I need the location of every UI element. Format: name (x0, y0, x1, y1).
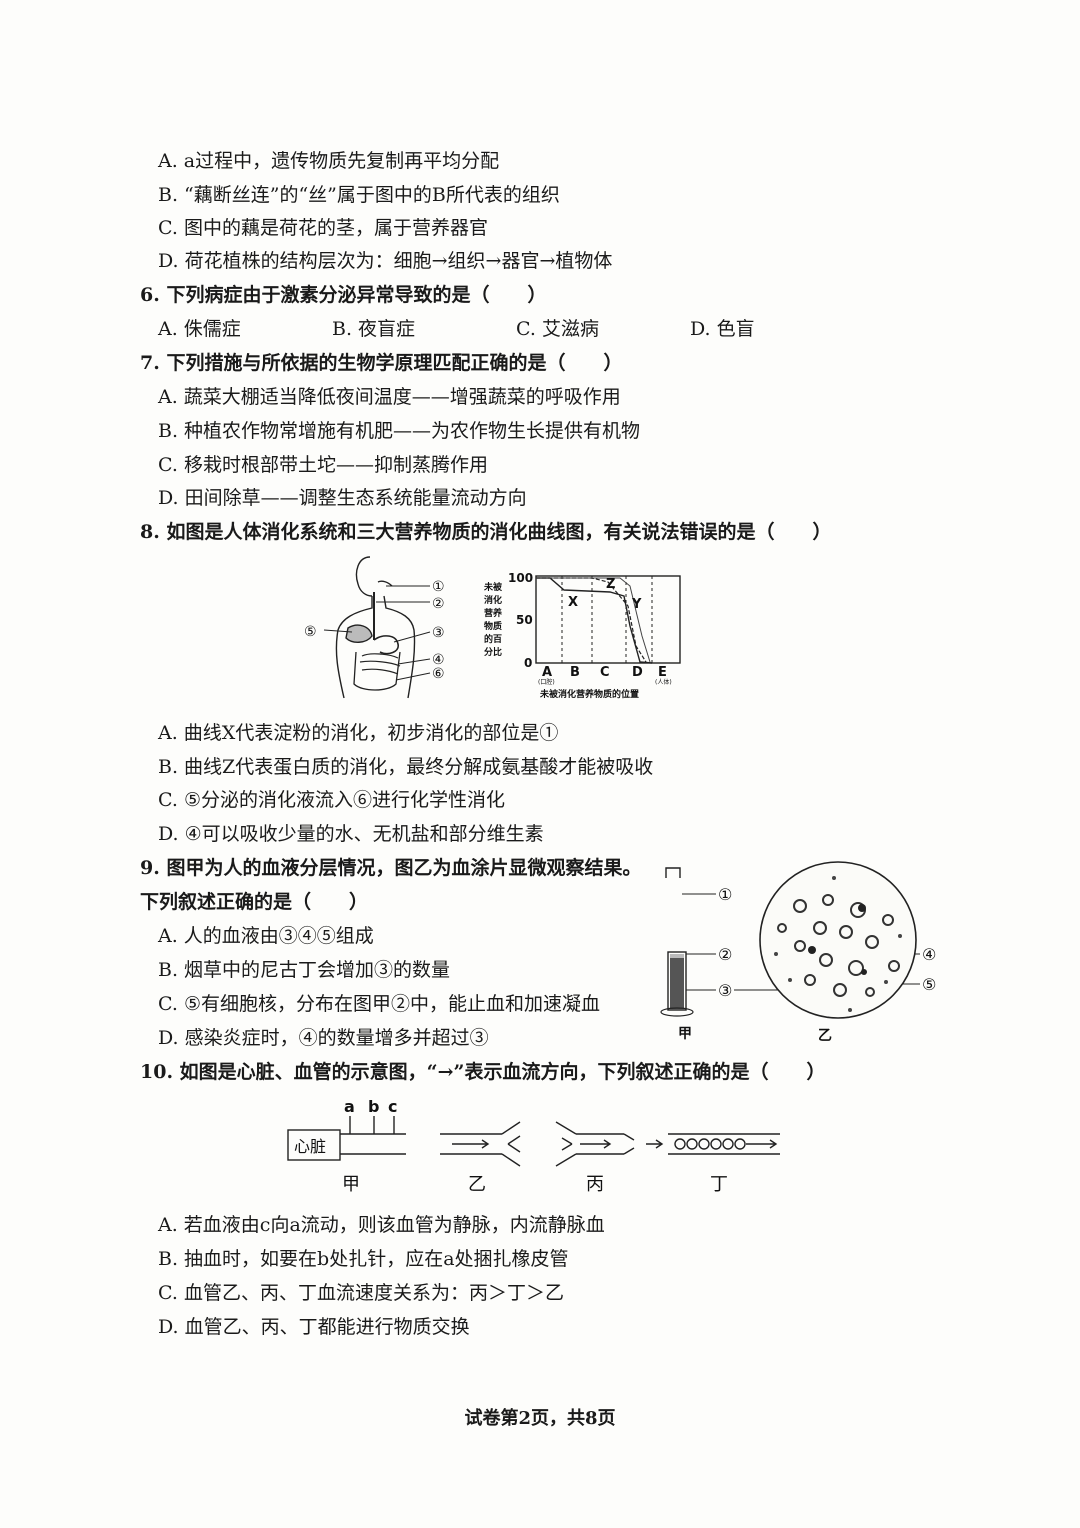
x-b: B (570, 665, 580, 680)
fig-label-yi: 乙 (818, 1028, 832, 1044)
q5-option-b: B. “藕断丝连”的“丝”属于图中的B所代表的组织 (158, 184, 560, 206)
curve-y (536, 577, 651, 663)
q7-option-d: D. 田间除草——调整生态系统能量流动方向 (158, 487, 527, 509)
blood-label-3: ③ (718, 981, 732, 1000)
digestion-curve-chart: 未被 消化 营养 物质 的百 分比 100 50 0 X Y Z A (483, 571, 681, 700)
fig-label-bing: 丙 (586, 1174, 604, 1195)
q6-option-b: B. 夜盲症 (332, 318, 416, 340)
point-b: b (368, 1097, 379, 1116)
q8-option-b: B. 曲线Z代表蛋白质的消化，最终分解成氨基酸才能被吸收 (158, 756, 654, 778)
point-a: a (344, 1097, 355, 1116)
tick-0: 0 (524, 656, 532, 670)
q6-option-a: A. 侏儒症 (158, 318, 241, 340)
q10-option-d: D. 血管乙、丙、丁都能进行物质交换 (158, 1316, 470, 1338)
q10-stem: 10. 如图是心脏、血管的示意图，“→”表示血流方向，下列叙述正确的是（ ） (140, 1061, 826, 1083)
right-body-outline (383, 595, 416, 699)
vessel-yi (440, 1121, 521, 1167)
organ-label-3: ③ (432, 625, 445, 641)
ylabel-2: 消化 (484, 594, 502, 606)
blood-label-5: ⑤ (922, 975, 936, 994)
stomach (373, 635, 399, 655)
ylabel-6: 分比 (484, 646, 502, 658)
red-blood-cells (777, 894, 900, 997)
curve-label-y: Y (631, 597, 642, 612)
q8-option-d: D. ④可以吸收少量的水、无机盐和部分维生素 (158, 823, 544, 845)
x-e: E (658, 665, 667, 680)
blood-figure: ① ② ③ ④ ⑤ 甲 乙 (660, 861, 936, 1044)
vessel-ding (646, 1133, 780, 1155)
organ-label-4: ④ (432, 652, 445, 668)
q7-option-c: C. 移栽时根部带土坨——抑制蒸腾作用 (158, 454, 488, 476)
q7-stem: 7. 下列措施与所依据的生物学原理匹配正确的是（ ） (140, 352, 623, 374)
q9-stem-line2: 下列叙述正确的是（ ） (140, 891, 369, 913)
organ-label-2: ② (432, 596, 445, 612)
q9-option-a: A. 人的血液由③④⑤组成 (158, 925, 374, 947)
organ-label-1: ① (432, 579, 445, 595)
small-intestine (359, 653, 401, 675)
large-intestine (353, 651, 401, 691)
q6-stem: 6. 下列病症由于激素分泌异常导致的是（ ） (140, 284, 547, 306)
ylabel-3: 营养 (484, 607, 502, 619)
x-c: C (600, 665, 610, 680)
vessel-bing (555, 1121, 635, 1167)
tube-middle-layer (670, 954, 684, 958)
digestive-system-figure: ① ② ③ ④ ⑥ ⑤ (304, 556, 445, 699)
q8-option-a: A. 曲线X代表淀粉的消化，初步消化的部位是① (158, 722, 559, 744)
heart-label: 心脏 (294, 1137, 326, 1156)
tube-cells-layer (670, 958, 684, 1010)
curve-label-x: X (568, 595, 578, 610)
fig-label-yi: 乙 (468, 1174, 486, 1195)
q9-option-b: B. 烟草中的尼古丁会增加③的数量 (158, 959, 451, 981)
organ-label-5: ⑤ (304, 624, 317, 640)
blood-tube (660, 867, 694, 1017)
x-a: A (542, 665, 552, 680)
q10-option-c: C. 血管乙、丙、丁血流速度关系为：丙＞丁＞乙 (158, 1282, 564, 1304)
ylabel-4: 物质 (484, 620, 502, 632)
ylabel-1: 未被 (483, 581, 503, 593)
point-c: c (388, 1097, 397, 1116)
q9-option-d: D. 感染炎症时，④的数量增多并超过③ (158, 1027, 489, 1049)
heart-box (287, 1129, 341, 1161)
x-sub-mouth: (口腔) (538, 678, 555, 686)
q5-option-c: C. 图中的藕是荷花的茎，属于营养器官 (158, 217, 488, 239)
fig-label-jia: 甲 (678, 1026, 692, 1042)
chart-xlabel: 未被消化营养物质的位置 (539, 688, 639, 700)
vessel-figure: 心脏 a b c (287, 1097, 780, 1195)
x-d: D (632, 665, 643, 680)
q9-stem-line1: 9. 图甲为人的血液分层情况，图乙为血涂片显微观察结果。 (140, 857, 642, 879)
fig-label-ding: 丁 (710, 1174, 728, 1195)
q6-option-d: D. 色盲 (690, 318, 755, 340)
q6-option-c: C. 艾滋病 (516, 318, 599, 340)
q10-option-b: B. 抽血时，如要在b处扎针，应在a处捆扎橡皮管 (158, 1248, 569, 1270)
left-body-outline (335, 596, 373, 699)
curve-z (536, 577, 647, 663)
head-outline (355, 556, 373, 597)
blood-label-1: ① (718, 885, 732, 904)
blood-label-2: ② (718, 945, 732, 964)
q5-option-d: D. 荷花植株的结构层次为：细胞→组织→器官→植物体 (158, 250, 613, 272)
q7-option-b: B. 种植农作物常增施有机肥——为农作物生长提供有机物 (158, 420, 641, 442)
ylabel-5: 的百 (484, 633, 502, 645)
x-sub-body: (人体) (655, 678, 672, 686)
q8-option-c: C. ⑤分泌的消化液流入⑥进行化学性消化 (158, 789, 505, 811)
tick-100: 100 (508, 571, 533, 585)
fig-label-jia: 甲 (342, 1174, 360, 1195)
platelets (774, 876, 902, 1012)
curve-x (536, 577, 653, 664)
white-blood-cells (808, 904, 867, 975)
page-footer: 试卷第2页，共8页 (464, 1408, 616, 1429)
q10-option-a: A. 若血液由c向a流动，则该血管为静脉，内流静脉血 (158, 1214, 605, 1236)
blood-label-4: ④ (922, 945, 936, 964)
q7-option-a: A. 蔬菜大棚适当降低夜间温度——增强蔬菜的呼吸作用 (158, 386, 621, 408)
q8-stem: 8. 如图是人体消化系统和三大营养物质的消化曲线图，有关说法错误的是（ ） (140, 521, 832, 543)
plot-frame (535, 575, 681, 664)
curve-label-z: Z (606, 577, 615, 592)
organ-label-6: ⑥ (432, 666, 445, 682)
q9-option-c: C. ⑤有细胞核，分布在图甲②中，能止血和加速凝血 (158, 993, 600, 1015)
q5-option-a: A. a过程中，遗传物质先复制再平均分配 (158, 150, 500, 172)
liver (345, 624, 373, 643)
tick-50: 50 (516, 613, 533, 627)
